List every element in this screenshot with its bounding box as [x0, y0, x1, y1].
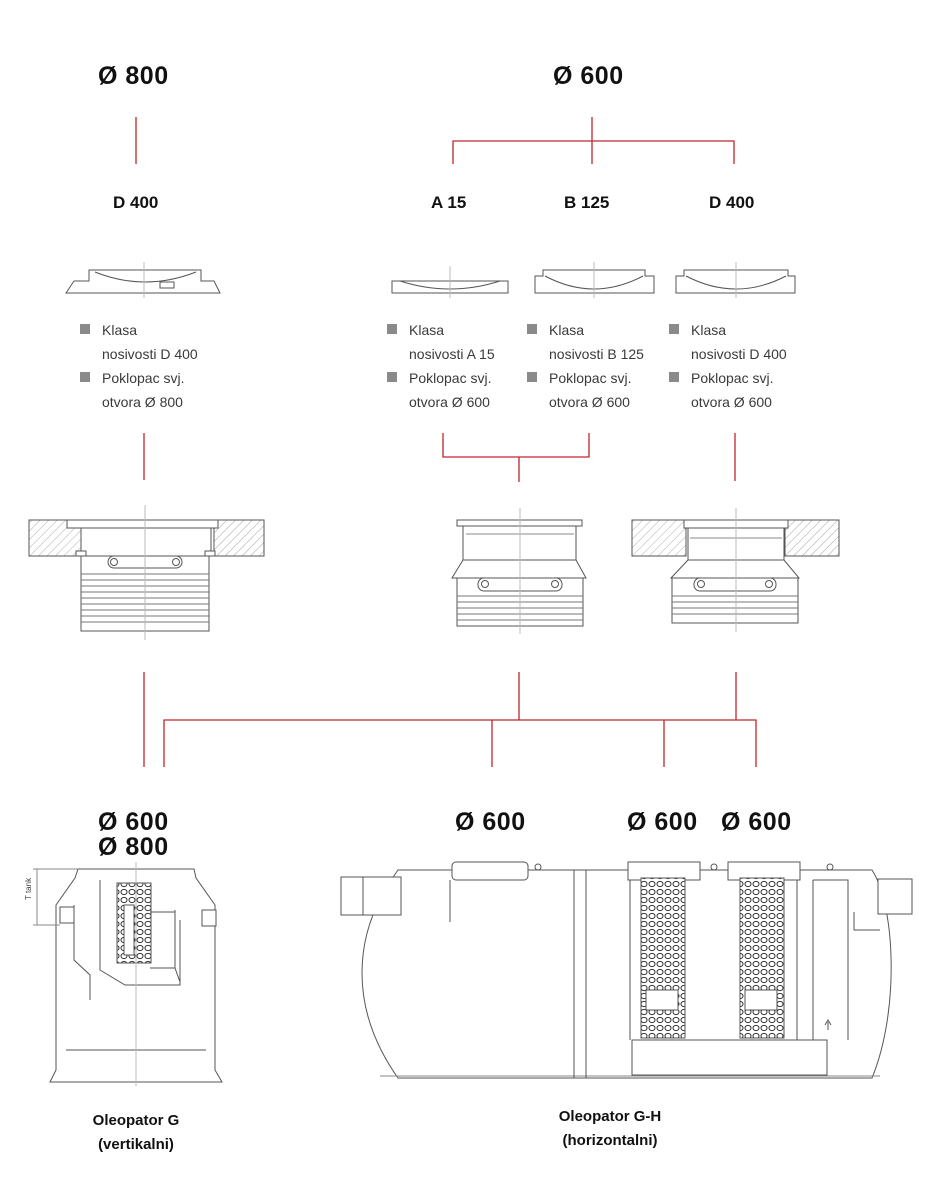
lid-a15-icon — [391, 266, 509, 298]
product-vertical-name: Oleopator G — [92, 1112, 180, 1129]
product-vertical: Oleopator G (vertikalni) — [56, 1109, 216, 1157]
class-label-d400-800: D 400 — [113, 193, 159, 212]
lid-d400-800-icon — [65, 262, 221, 298]
spec-line: otvora Ø 600 — [691, 394, 772, 410]
vertical-diameter-600: Ø 600 — [98, 808, 169, 836]
oleopator-g-drawing — [33, 862, 223, 1086]
horizontal-diameter-2: Ø 600 — [627, 808, 698, 836]
bullet-icon — [527, 372, 537, 382]
spec-row: Poklopac svj. — [387, 366, 495, 390]
bullet-icon — [527, 324, 537, 334]
spec-row: Poklopac svj. — [669, 366, 787, 390]
bullet-icon — [387, 372, 397, 382]
spec-line: nosivosti A 15 — [409, 346, 495, 362]
oleopator-gh-drawing — [340, 861, 913, 1079]
product-vertical-sub: (vertikalni) — [98, 1136, 174, 1153]
shaft-d400-600-icon — [631, 508, 840, 632]
product-horizontal: Oleopator G-H (horizontalni) — [530, 1105, 690, 1153]
bullet-icon — [387, 324, 397, 334]
spec-line: nosivosti B 125 — [549, 346, 644, 362]
spec-block-b125: Klasa nosivosti B 125 Poklopac svj. otvo… — [527, 318, 644, 414]
header-diameter-600: Ø 600 — [553, 62, 624, 90]
spec-row: Klasa — [80, 318, 198, 342]
class-label-b125: B 125 — [564, 193, 610, 212]
tank-dimension-label: T tank — [24, 877, 33, 900]
spec-block-d400-600: Klasa nosivosti D 400 Poklopac svj. otvo… — [669, 318, 787, 414]
spec-block-a15: Klasa nosivosti A 15 Poklopac svj. otvor… — [387, 318, 495, 414]
bullet-icon — [80, 372, 90, 382]
horizontal-diameter-3: Ø 600 — [721, 808, 792, 836]
spec-row: Klasa — [669, 318, 787, 342]
spec-line: nosivosti D 400 — [691, 346, 787, 362]
bullet-icon — [80, 324, 90, 334]
bullet-icon — [669, 324, 679, 334]
product-horizontal-name: Oleopator G-H — [558, 1108, 662, 1125]
spec-line: otvora Ø 600 — [549, 394, 630, 410]
bullet-icon — [669, 372, 679, 382]
lid-b125-icon — [534, 262, 655, 298]
header-diameter-800: Ø 800 — [98, 62, 169, 90]
spec-row: Klasa — [387, 318, 495, 342]
spec-line: nosivosti D 400 — [102, 346, 198, 362]
class-label-a15: A 15 — [431, 193, 467, 212]
spec-block-d400-800: Klasa nosivosti D 400 Poklopac svj. otvo… — [80, 318, 198, 414]
spec-line: otvora Ø 800 — [102, 394, 183, 410]
class-label-d400-600: D 400 — [709, 193, 755, 212]
shaft-d400-800-icon — [28, 505, 265, 640]
horizontal-diameter-1: Ø 600 — [455, 808, 526, 836]
lid-d400-600-icon — [675, 262, 796, 298]
product-horizontal-sub: (horizontalni) — [562, 1132, 658, 1149]
connector-lines — [135, 117, 757, 767]
vertical-diameter-800: Ø 800 — [98, 833, 169, 861]
spec-row: Klasa — [527, 318, 644, 342]
spec-row: Poklopac svj. — [527, 366, 644, 390]
spec-line: otvora Ø 600 — [409, 394, 490, 410]
spec-row: Poklopac svj. — [80, 366, 198, 390]
shaft-a15-b125-icon — [451, 508, 587, 634]
